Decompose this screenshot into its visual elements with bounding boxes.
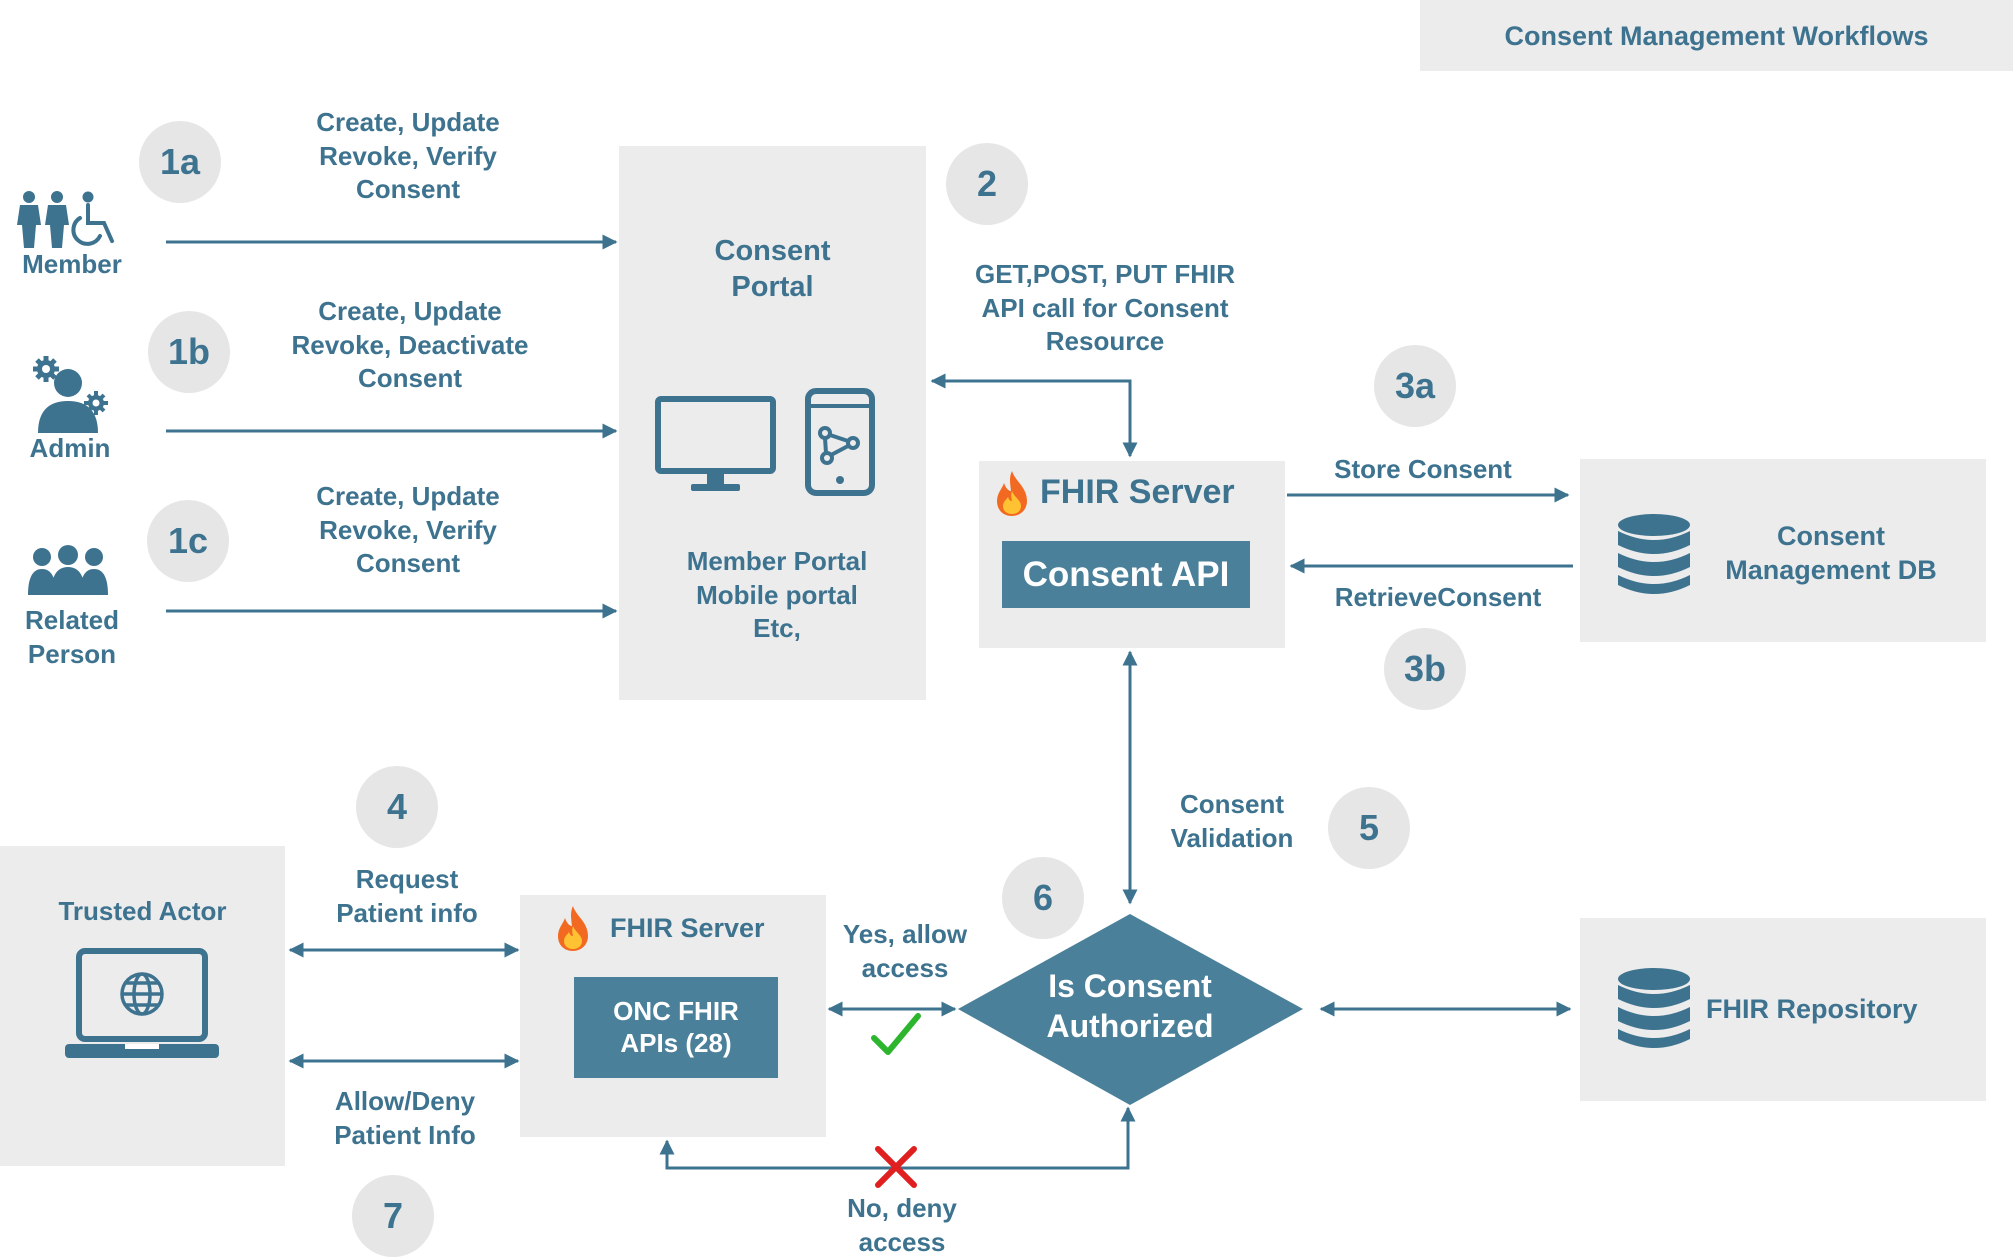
edge-2-line1: GET,POST, PUT FHIR [974, 259, 1236, 289]
trusted-actor-label: Trusted Actor [58, 896, 227, 926]
cross-icon [875, 1146, 917, 1188]
validation-label-2: Validation [1170, 823, 1294, 853]
page-title: Consent Management Workflows [1504, 21, 1929, 51]
no-label-1: No, deny [847, 1193, 957, 1223]
edge-1c-line2: Revoke, Verify [319, 515, 497, 545]
edge-1b-line3: Consent [358, 363, 462, 393]
step-4: 4 [356, 766, 438, 848]
consent-api-button[interactable]: Consent API [1002, 541, 1250, 608]
step-7: 7 [352, 1175, 434, 1257]
monitor-icon [655, 396, 776, 491]
laptop-globe-icon [65, 948, 219, 1058]
request-label-2: Patient info [336, 898, 478, 928]
step-1a: 1a [139, 121, 221, 203]
mobile-icon [805, 388, 875, 496]
step-6: 6 [1002, 857, 1084, 939]
edge-2-line3: Resource [1045, 326, 1165, 356]
edge-1c-line3: Consent [356, 548, 460, 578]
members-icon [17, 191, 114, 248]
store-consent-label: Store Consent [1334, 454, 1512, 484]
admin-icon [33, 356, 108, 433]
onc-fhir-apis-line2: APIs (28) [620, 1027, 732, 1058]
check-icon [871, 1013, 921, 1055]
flame-icon [558, 906, 588, 951]
onc-fhir-apis-button[interactable]: ONC FHIR APIs (28) [574, 977, 778, 1078]
edge-1a-line3: Consent [356, 174, 460, 204]
step-2: 2 [946, 143, 1028, 225]
onc-fhir-apis-line1: ONC FHIR [613, 996, 739, 1027]
fhir-repository-label: FHIR Repository [1706, 994, 1918, 1024]
database-icon [1618, 514, 1690, 594]
consent-db-label-1: Consent [1777, 521, 1885, 551]
yes-label-1: Yes, allow [842, 919, 968, 949]
step-3b: 3b [1384, 628, 1466, 710]
request-label-1: Request [355, 864, 459, 894]
no-label-2: access [858, 1227, 946, 1257]
edge-2-line2: API call for Consent [981, 293, 1229, 323]
decision-diamond [958, 914, 1303, 1105]
fhir-repository-box [1580, 918, 1986, 1101]
allow-deny-label-1: Allow/Deny [334, 1086, 476, 1116]
related-person-icon [28, 545, 108, 595]
yes-label-2: access [861, 953, 949, 983]
step-5: 5 [1328, 787, 1410, 869]
step-1c: 1c [147, 500, 229, 582]
admin-label: Admin [29, 433, 111, 463]
edge-1a-line1: Create, Update [316, 107, 500, 137]
retrieve-consent-label: RetrieveConsent [1334, 582, 1542, 612]
allow-deny-label-2: Patient Info [334, 1120, 476, 1150]
related-person-label-1: Related [25, 605, 119, 635]
decision-label-1: Is Consent [1048, 968, 1212, 1004]
fhir-server-bottom-title: FHIR Server [610, 913, 765, 943]
consent-portal-title-1: Consent [714, 235, 831, 267]
edge-1b-line2: Revoke, Deactivate [291, 330, 529, 360]
title-banner [1420, 0, 2013, 71]
consent-portal-sub-2: Mobile portal [696, 580, 858, 610]
database-icon [1618, 968, 1690, 1048]
edge-1a-line2: Revoke, Verify [319, 141, 497, 171]
related-person-label-2: Person [27, 639, 117, 669]
arrow-2 [930, 373, 1138, 458]
consent-portal-sub-1: Member Portal [686, 546, 868, 576]
step-3a: 3a [1374, 345, 1456, 427]
consent-portal-title-2: Portal [731, 271, 814, 303]
flame-icon [997, 471, 1027, 516]
validation-label-1: Consent [1180, 789, 1284, 819]
edge-1b-line1: Create, Update [318, 296, 502, 326]
member-label: Member [22, 249, 122, 279]
decision-label-2: Authorized [1046, 1008, 1214, 1044]
fhir-server-top-title: FHIR Server [1040, 473, 1235, 511]
consent-portal-sub-3: Etc, [753, 613, 801, 643]
edge-1c-line1: Create, Update [316, 481, 500, 511]
step-1b: 1b [148, 311, 230, 393]
consent-db-label-2: Management DB [1725, 555, 1937, 585]
